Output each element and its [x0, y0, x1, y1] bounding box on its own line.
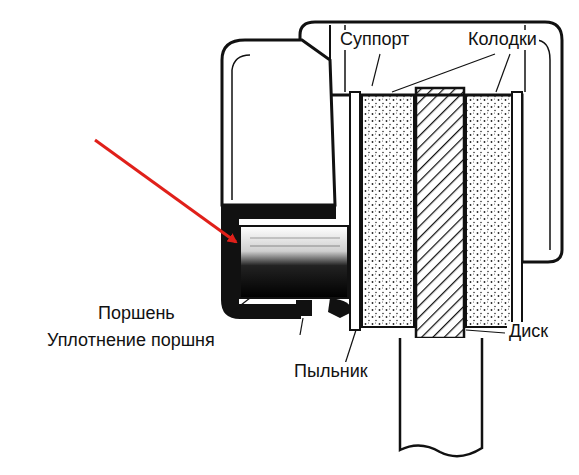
- leader-lines: [232, 54, 510, 364]
- part-label: Уплотнение поршня: [45, 331, 217, 351]
- piston-shade: [250, 246, 340, 247]
- part-label: Колодки: [466, 30, 539, 50]
- brake-disc: [416, 88, 464, 338]
- disc-hub: [400, 338, 482, 456]
- brake-pad: [362, 95, 414, 327]
- brake-pad: [466, 95, 512, 327]
- part-label: Диск: [507, 322, 550, 342]
- pointer-arrow: [95, 140, 236, 242]
- pad-backing: [512, 92, 522, 330]
- caliper-edge: [232, 55, 250, 200]
- piston: [240, 226, 348, 298]
- part-label: Пыльник: [292, 362, 370, 382]
- part-label: Поршень: [96, 304, 177, 324]
- part-label: Суппорт: [338, 30, 411, 50]
- caliper-edge: [535, 40, 550, 250]
- caliper-housing: [222, 40, 335, 205]
- piston-seal: [296, 300, 312, 316]
- pad-backing: [350, 92, 360, 330]
- piston-shade: [250, 238, 340, 239]
- dust-boot: [328, 298, 352, 318]
